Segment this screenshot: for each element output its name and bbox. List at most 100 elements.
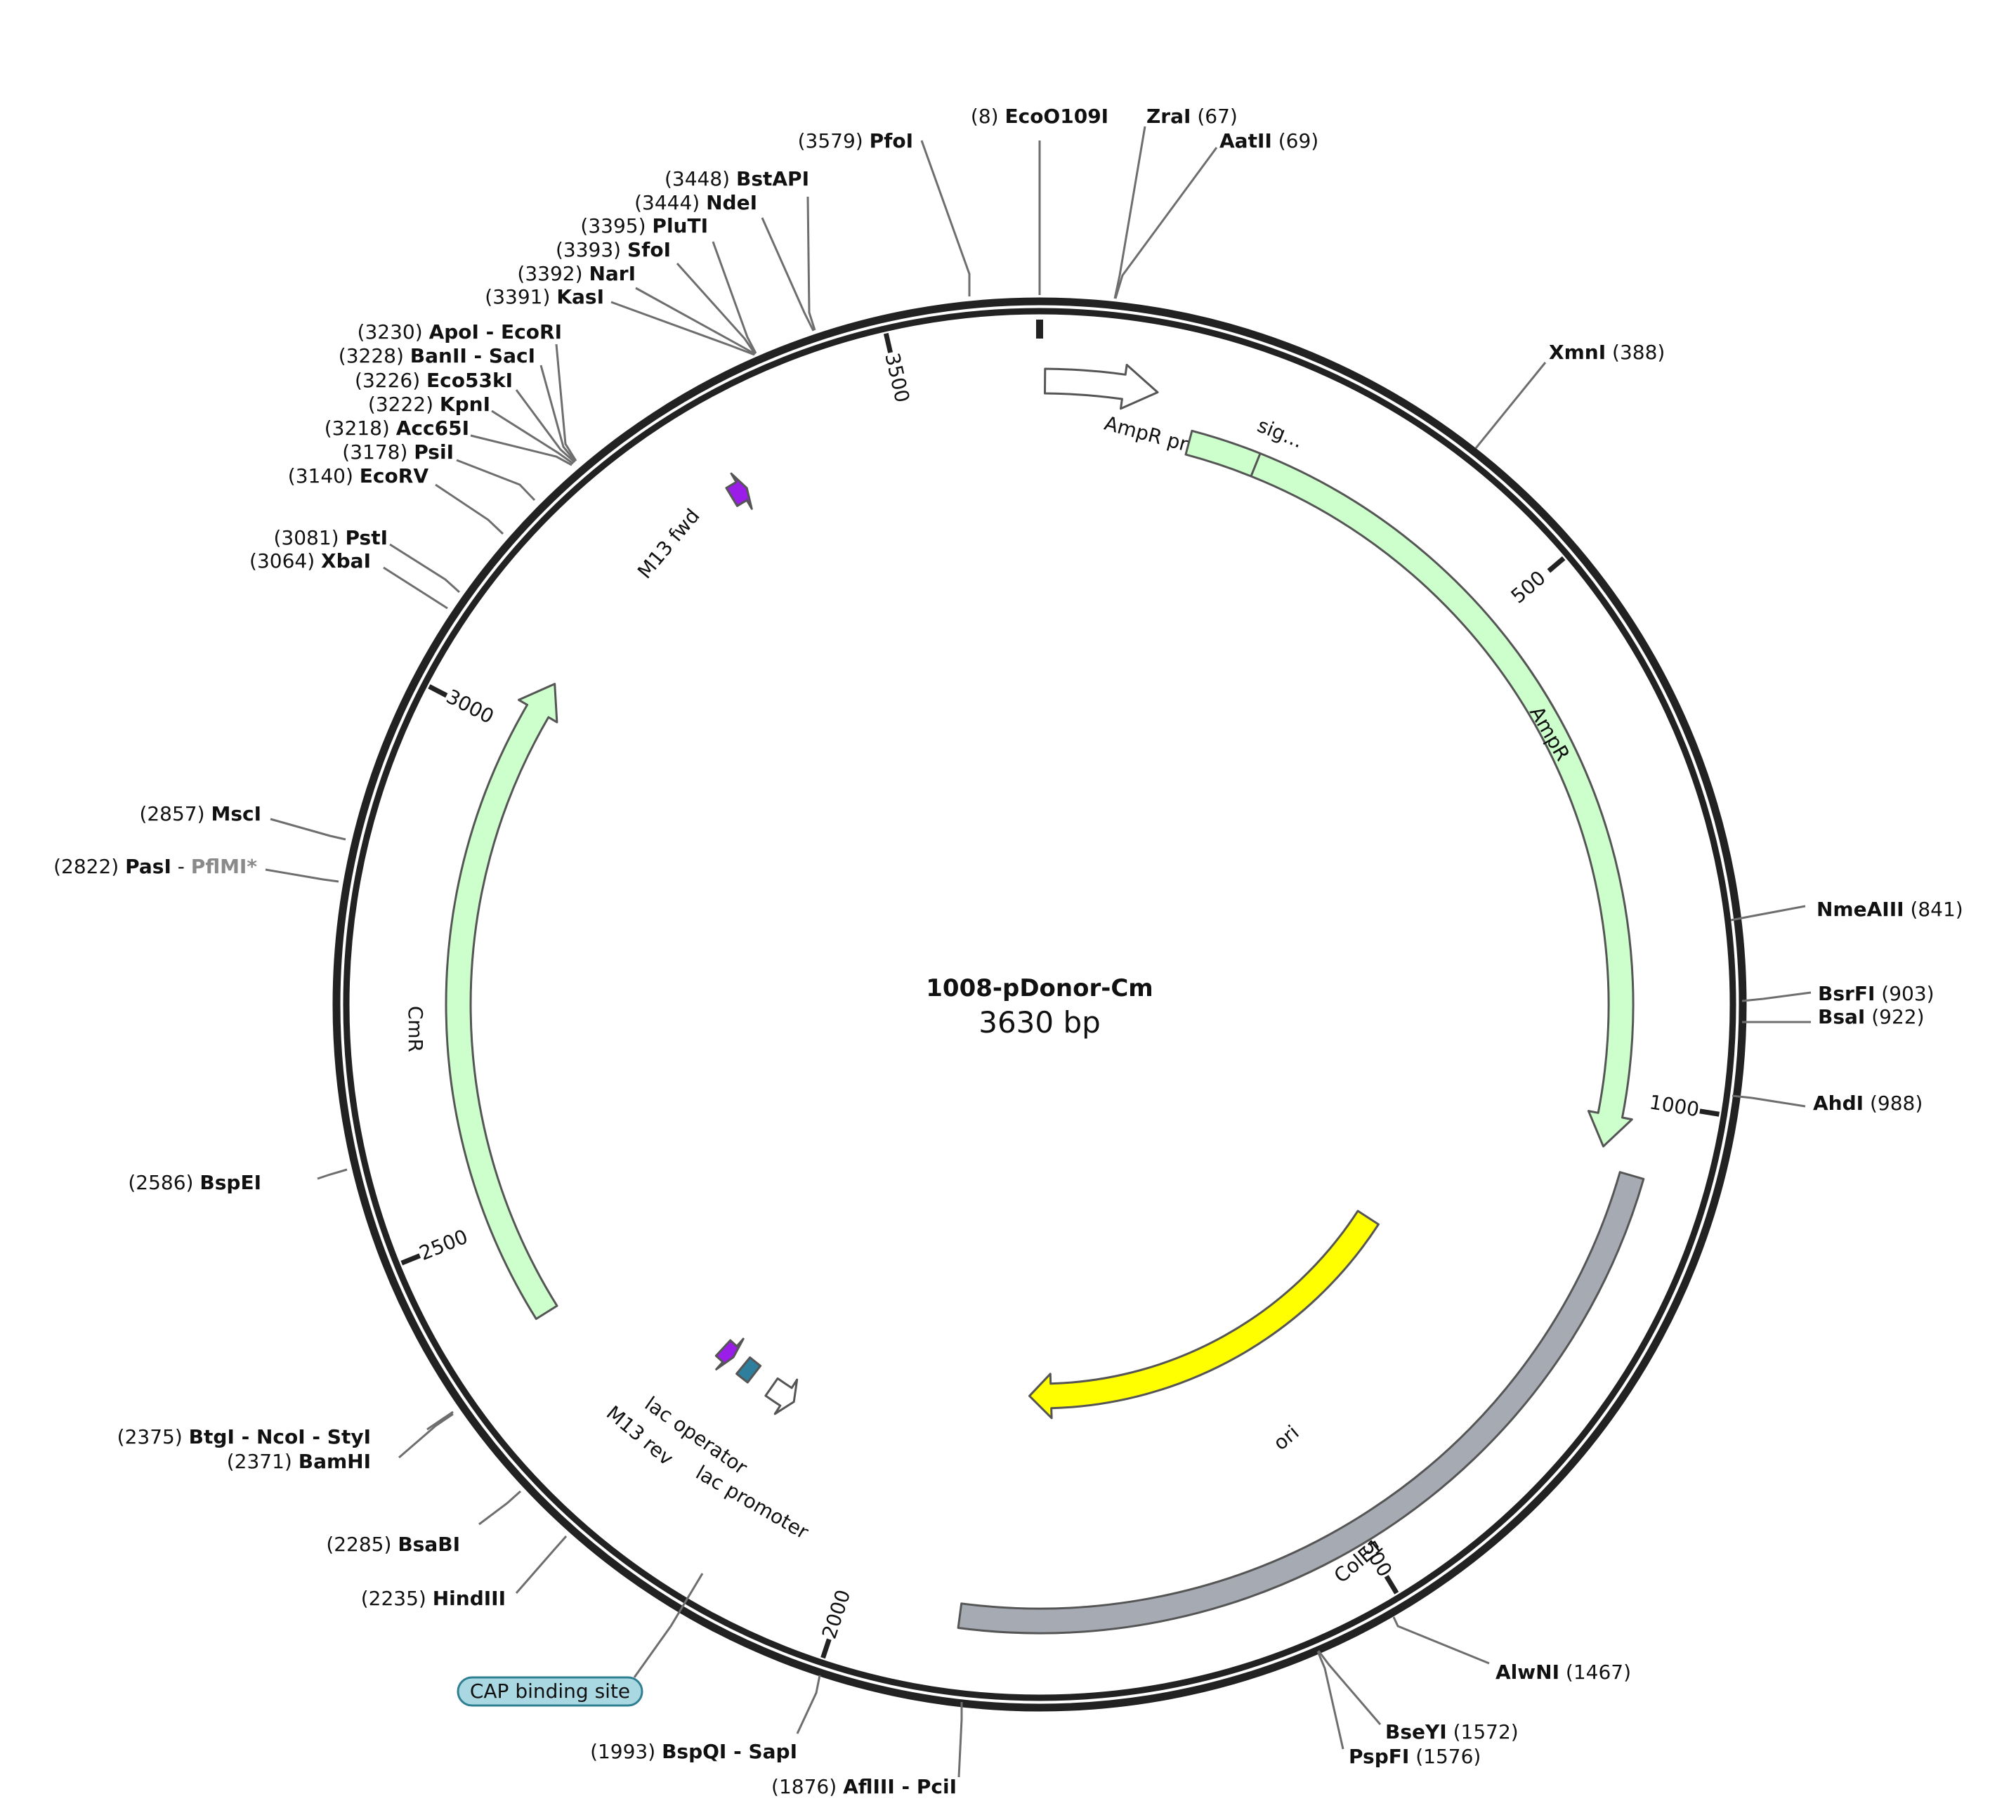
site-label: (3393) SfoI: [556, 238, 671, 261]
site-label: BsaI (922): [1818, 1005, 1925, 1028]
site-leader-line: [1316, 1651, 1344, 1750]
site-leader-line: [398, 1413, 454, 1459]
site-spacer: [426, 1587, 433, 1610]
tick-mark: [1384, 1575, 1399, 1595]
site-enzyme: BseYI: [1385, 1720, 1447, 1743]
site-spacer: [1447, 1720, 1453, 1743]
site-bsai: BsaI (922): [1742, 1005, 1925, 1028]
site-position: (841): [1910, 898, 1963, 921]
feature-shape: [1028, 1210, 1380, 1420]
tick-mark: [820, 1638, 832, 1659]
site-label: (2857) MscI: [139, 802, 261, 825]
site-position: (3226): [355, 369, 420, 392]
site-kpni: (3222) KpnI: [368, 393, 574, 465]
site-spacer: [1272, 129, 1278, 152]
site-alwni: AlwNI (1467): [1392, 1616, 1631, 1684]
site-position: (3064): [249, 549, 315, 572]
site-spacer: [700, 191, 706, 214]
site-enzyme: NdeI: [706, 191, 757, 214]
site-spacer: [621, 238, 627, 261]
site-nari: (3392) NarI: [517, 262, 756, 355]
site-pasi: (2822) PasI - PflMI*: [53, 855, 339, 883]
site-spacer: [339, 526, 346, 549]
site-spacer: [205, 802, 211, 825]
site-enzyme: PasI: [125, 855, 171, 878]
tick-mark: [428, 684, 448, 698]
site-position: (388): [1612, 341, 1665, 364]
site-label: (2371) BamHI: [227, 1450, 371, 1473]
site-leader-line: [957, 1702, 963, 1778]
site-enzyme: EcoO109I: [1004, 105, 1108, 128]
feature-shape: [1184, 429, 1262, 478]
backbone-outer-ring: [332, 297, 1747, 1712]
site-position: (3395): [580, 214, 646, 237]
site-position: (1876): [771, 1775, 837, 1798]
site-enzyme: BsaBI: [398, 1533, 460, 1556]
site-leader-line: [635, 287, 756, 355]
feature-shape: [714, 1337, 745, 1370]
site-position: (1993): [590, 1740, 655, 1763]
site-spacer: [1875, 982, 1881, 1005]
site-msci: (2857) MscI: [139, 802, 346, 841]
site-leader-line: [920, 140, 971, 296]
site-enzyme: PluTI: [652, 214, 708, 237]
site-position: (3444): [634, 191, 700, 214]
site-position: (3391): [485, 285, 550, 308]
site-enzyme: BspEI: [199, 1171, 261, 1194]
site-label: AatII (69): [1219, 129, 1318, 152]
site-label: ZraI (67): [1146, 105, 1238, 128]
site-enzyme: AflIII - PciI: [843, 1775, 957, 1798]
site-aatii: AatII (69): [1114, 129, 1318, 299]
site-position: (8): [971, 105, 999, 128]
site-spacer: [646, 214, 653, 237]
site-leader-line: [456, 459, 536, 502]
site-enzyme: Eco53kI: [426, 369, 513, 392]
site-spacer: [1559, 1661, 1566, 1684]
site-leader-line: [1392, 1616, 1490, 1665]
site-spacer: [1409, 1745, 1415, 1768]
site-label: NmeAIII (841): [1817, 898, 1963, 921]
site-enzyme: AhdI: [1813, 1092, 1864, 1115]
site-label: (3218) Acc65I: [325, 417, 469, 440]
site-label: XmnI (388): [1549, 341, 1665, 364]
site-xbai: (3064) XbaI: [249, 549, 448, 610]
site-enzyme: EcoRV: [360, 464, 429, 487]
site-ecorv: (3140) EcoRV: [288, 464, 504, 535]
site-enzyme: ApoI - EcoRI: [429, 320, 562, 343]
site-leader-line: [796, 1675, 821, 1734]
site-spacer: [1864, 1092, 1870, 1115]
tick-label: 3500: [880, 351, 914, 405]
site-spacer: [183, 1425, 189, 1448]
site-spacer: [433, 393, 440, 416]
site-position: (1467): [1566, 1661, 1631, 1684]
site-enzyme: PsiI: [414, 440, 454, 464]
site-position: (3178): [342, 440, 407, 464]
site-label: (2235) HindIII: [361, 1587, 506, 1610]
site-label: (3392) NarI: [517, 262, 636, 285]
site-position: (3448): [665, 167, 730, 190]
site-spacer: [1606, 341, 1612, 364]
site-zrai: ZraI (67): [1113, 105, 1238, 299]
site-label: AlwNI (1467): [1495, 1661, 1631, 1684]
site-label: (1993) BspQI - SapI: [590, 1740, 797, 1763]
site-kasi: (3391) KasI: [485, 285, 755, 356]
site-enzyme: SfoI: [627, 238, 671, 261]
site-enzyme: BamHI: [299, 1450, 371, 1473]
site-spacer: [730, 167, 736, 190]
site-ecoo109i: (8) EcoO109I: [971, 105, 1108, 295]
site-enzyme: PstI: [346, 526, 388, 549]
site-eco53ki: (3226) Eco53kI: [355, 369, 576, 464]
site-leader-line: [470, 434, 572, 466]
site-position: (3230): [358, 320, 423, 343]
site-enzyme: PfoI: [870, 129, 913, 152]
feature-label: lac promoter: [692, 1461, 813, 1544]
feature-cap-binding-site: CAP binding site: [457, 1676, 643, 1707]
site-position: (3140): [288, 464, 353, 487]
feature-label: M13 fwd: [633, 504, 705, 583]
tick-label: 500: [1507, 566, 1550, 608]
site-enzyme: AatII: [1219, 129, 1272, 152]
site-spacer: [583, 262, 589, 285]
feature-shape: [1044, 363, 1159, 410]
site-leader-line: [1114, 147, 1218, 299]
site-spacer: [863, 129, 870, 152]
